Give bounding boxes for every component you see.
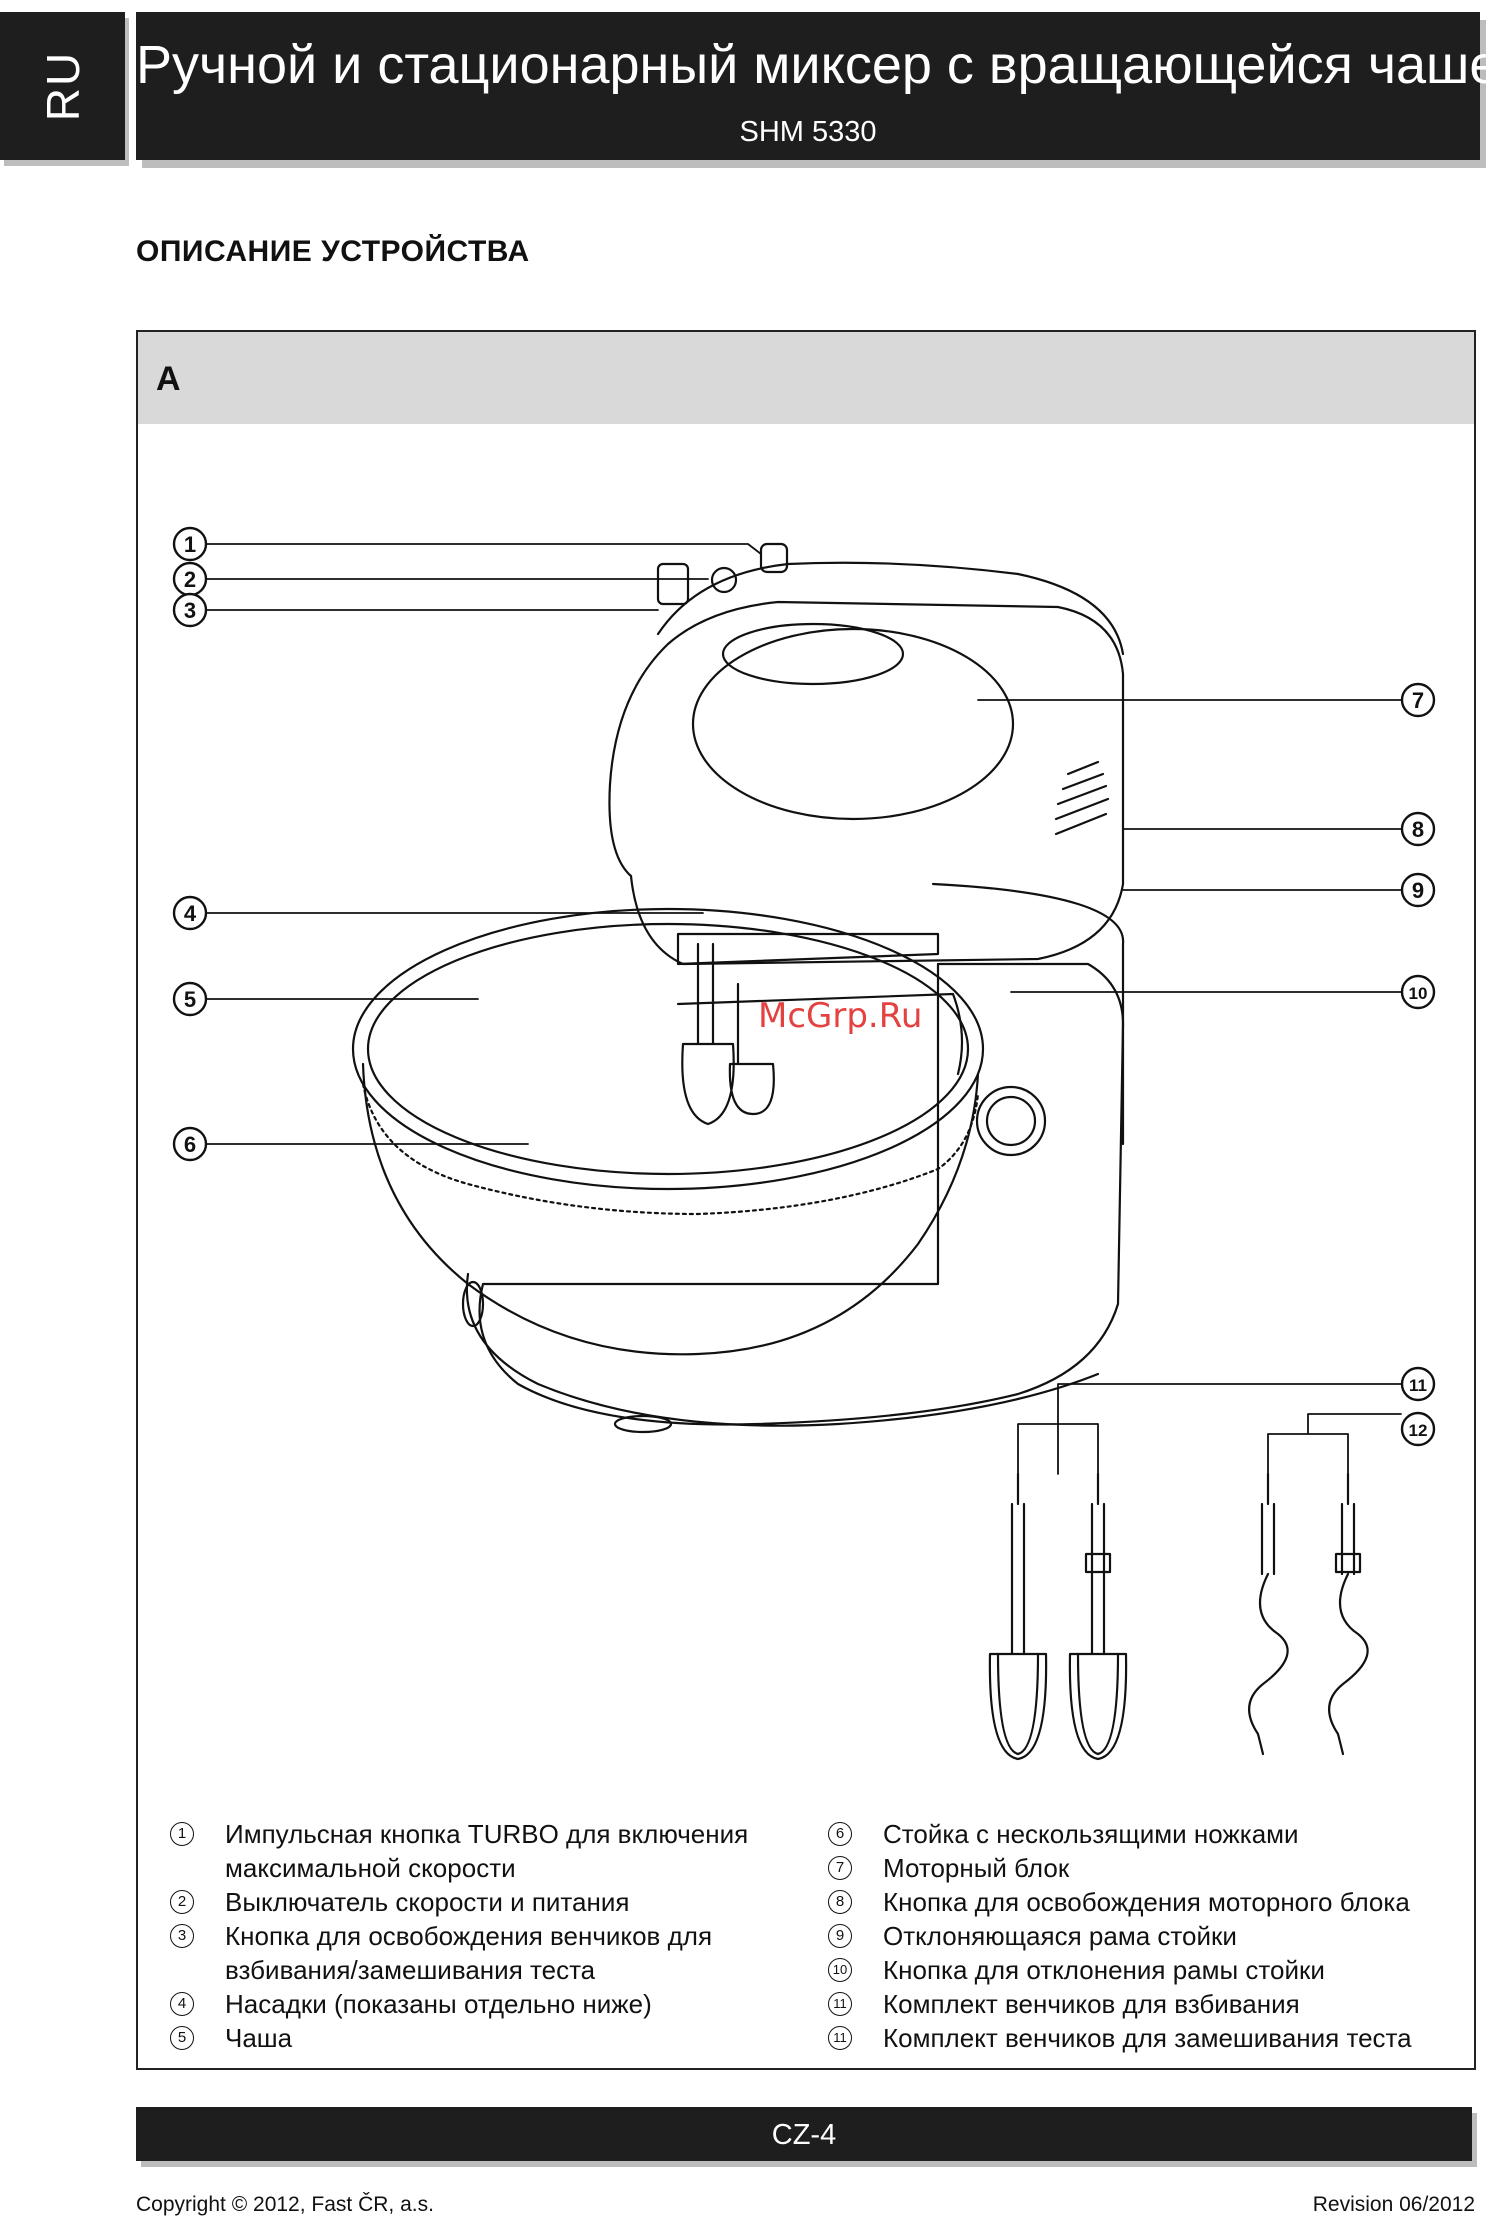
svg-text:12: 12 [1409,1421,1428,1440]
callout-2: 2 [172,561,208,597]
bowl-body [361,1062,980,1356]
figure-panel-header: A [138,332,1474,424]
whisk-set [988,1472,1128,1761]
callout-9: 9 [1400,872,1436,908]
svg-text:10: 10 [1409,984,1428,1003]
language-tab: RU [0,12,125,160]
callout-1: 1 [172,526,208,562]
mixer-diagram: 1 2 3 4 5 6 7 8 9 10 11 12 McGrp.Ru [172,526,1436,1761]
callout-5: 5 [172,981,208,1017]
revision: Revision 06/2012 [1312,2193,1475,2216]
page-number: CZ-4 [771,2119,837,2151]
svg-text:8: 8 [1412,817,1424,842]
leader-11 [1017,1383,1402,1475]
svg-text:11: 11 [1409,1376,1427,1395]
copyright: Copyright © 2012, Fast ČR, a.s. [136,2193,434,2216]
figure-panel: A [136,330,1476,2070]
svg-text:6: 6 [184,1132,196,1157]
model-number: SHM 5330 [739,116,877,148]
bowl-rim [351,907,985,1191]
leader-12 [1267,1413,1402,1475]
callout-12: 12 [1400,1411,1436,1447]
svg-text:1: 1 [184,532,196,557]
mixer-foot [613,1414,673,1434]
callout-7: 7 [1400,682,1436,718]
callout-3: 3 [172,592,208,628]
page-header: Ручной и стационарный миксер с вращающей… [136,12,1503,160]
callout-10: 10 [1400,974,1436,1010]
mixer-base-plate [465,1272,1100,1427]
tilt-release-knob [975,1085,1047,1157]
page-footer-bar: CZ-4 [136,2107,1472,2161]
watermark: McGrp.Ru [758,996,922,1036]
svg-text:4: 4 [184,901,197,926]
svg-text:5: 5 [184,987,196,1012]
attached-beaters [681,942,775,1126]
beater-release-shape [656,562,690,606]
callout-6: 6 [172,1126,208,1162]
dough-hook-set [1248,1472,1369,1756]
callout-8: 8 [1400,811,1436,847]
motor-unit [608,600,1125,966]
svg-text:3: 3 [184,598,196,623]
stand-arm [931,882,1125,1146]
language-code: RU [36,50,89,122]
turbo-button-shape [759,542,789,574]
motor-cover [691,627,1015,821]
svg-text:7: 7 [1412,688,1424,713]
section-heading: ОПИСАНИЕ УСТРОЙСТВА [136,235,530,268]
callout-11: 11 [1400,1366,1436,1402]
svg-text:9: 9 [1412,878,1424,903]
motor-handle-top [656,561,1125,656]
figure-label: A [156,360,181,398]
page-title: Ручной и стационарный миксер с вращающей… [136,35,1503,95]
speed-switch-shape [710,566,738,594]
callout-4: 4 [172,895,208,931]
leader-1 [189,543,762,555]
svg-text:2: 2 [184,567,196,592]
